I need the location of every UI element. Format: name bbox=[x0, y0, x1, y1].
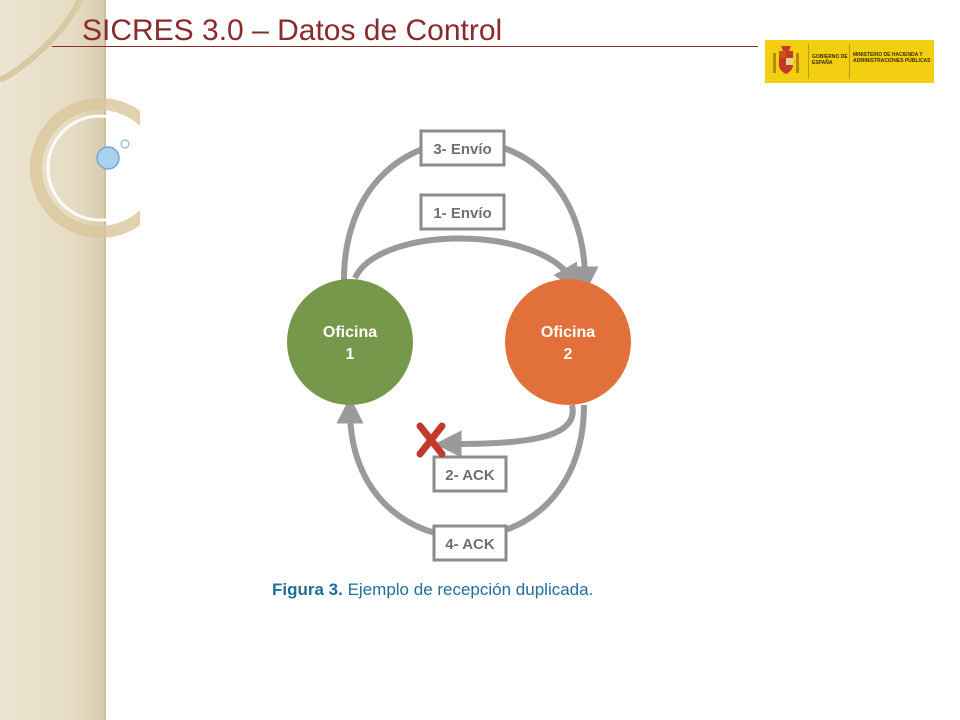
coat-of-arms-icon bbox=[773, 46, 799, 74]
node-office-1-number: 1 bbox=[346, 346, 355, 363]
node-office-2: Oficina 2 bbox=[505, 279, 631, 405]
government-logo: GOBIERNO DE ESPAÑA MINISTERIO DE HACIEND… bbox=[765, 40, 934, 83]
slide-title: SICRES 3.0 – Datos de Control bbox=[82, 14, 503, 47]
label-send-3-text: 3- Envío bbox=[433, 141, 491, 158]
deco-ring-inner bbox=[46, 114, 140, 222]
label-ack-4: 4- ACK bbox=[432, 524, 508, 562]
label-send-1-text: 1- Envío bbox=[433, 205, 491, 222]
node-office-1-name: Oficina bbox=[323, 324, 377, 341]
deco-bubble-small bbox=[120, 139, 130, 149]
figure-caption: Figura 3. Ejemplo de recepción duplicada… bbox=[272, 580, 593, 600]
deco-arc-top bbox=[0, 0, 83, 83]
deco-bubble-large bbox=[96, 146, 120, 170]
figure-caption-number: Figura 3. bbox=[272, 580, 343, 599]
failure-cross-icon bbox=[416, 422, 446, 458]
label-send-3: 3- Envío bbox=[419, 129, 506, 167]
logo-government-text: GOBIERNO DE ESPAÑA bbox=[812, 54, 848, 66]
node-office-2-number: 2 bbox=[564, 346, 573, 363]
title-underline bbox=[52, 46, 758, 47]
figure-caption-text: Ejemplo de recepción duplicada. bbox=[347, 580, 594, 599]
label-ack-2-text: 2- ACK bbox=[445, 467, 495, 484]
label-ack-4-text: 4- ACK bbox=[445, 536, 495, 553]
decorative-circles bbox=[0, 0, 140, 238]
logo-divider bbox=[849, 44, 850, 79]
arrow-send-1 bbox=[352, 235, 579, 292]
logo-divider bbox=[808, 44, 809, 79]
node-office-1: Oficina 1 bbox=[287, 279, 413, 405]
node-office-2-name: Oficina bbox=[541, 324, 595, 341]
logo-ministry-text: MINISTERIO DE HACIENDA Y ADMINISTRACIONE… bbox=[853, 52, 931, 64]
arrow-ack-2 bbox=[434, 404, 576, 458]
label-send-1: 1- Envío bbox=[419, 193, 506, 231]
deco-ring-outer bbox=[30, 98, 140, 238]
label-ack-2: 2- ACK bbox=[432, 455, 508, 493]
